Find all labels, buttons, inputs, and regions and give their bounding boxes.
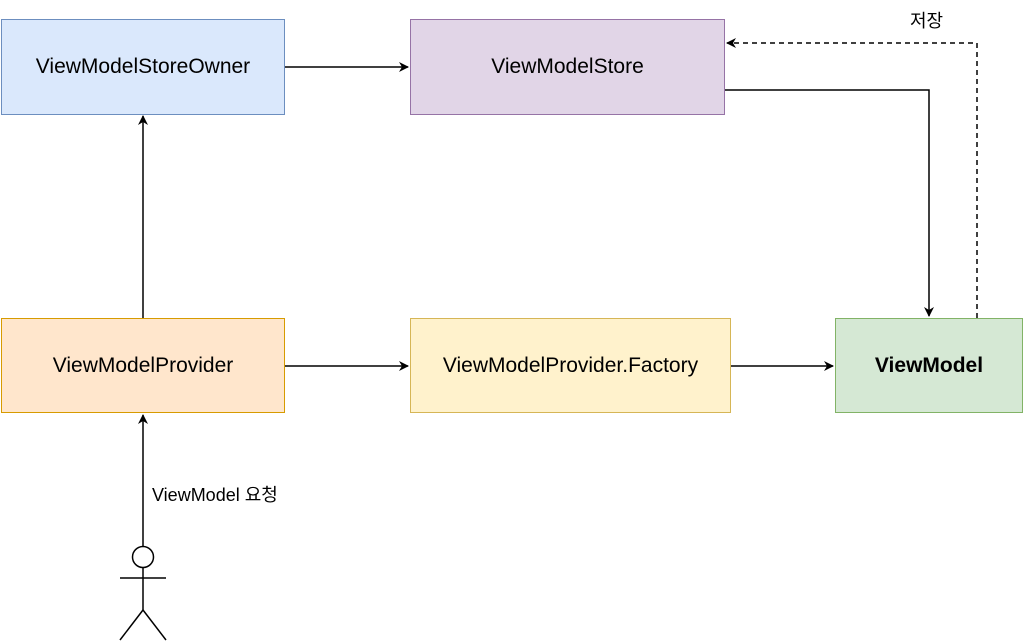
- edge-viewmodel-save-to-store: [726, 38, 978, 318]
- user-actor-icon: [119, 545, 167, 641]
- node-viewmodel: ViewModel: [835, 318, 1023, 413]
- node-viewmodel-provider-factory: ViewModelProvider.Factory: [410, 318, 731, 413]
- node-viewmodel-store-owner: ViewModelStoreOwner: [1, 19, 285, 115]
- edge-store-to-viewmodel: [725, 89, 934, 317]
- edge-label-save: 저장: [910, 11, 944, 31]
- node-viewmodel-provider: ViewModelProvider: [1, 318, 285, 413]
- edge-label-request: ViewModel 요청: [152, 485, 278, 505]
- node-viewmodel-store: ViewModelStore: [410, 19, 725, 115]
